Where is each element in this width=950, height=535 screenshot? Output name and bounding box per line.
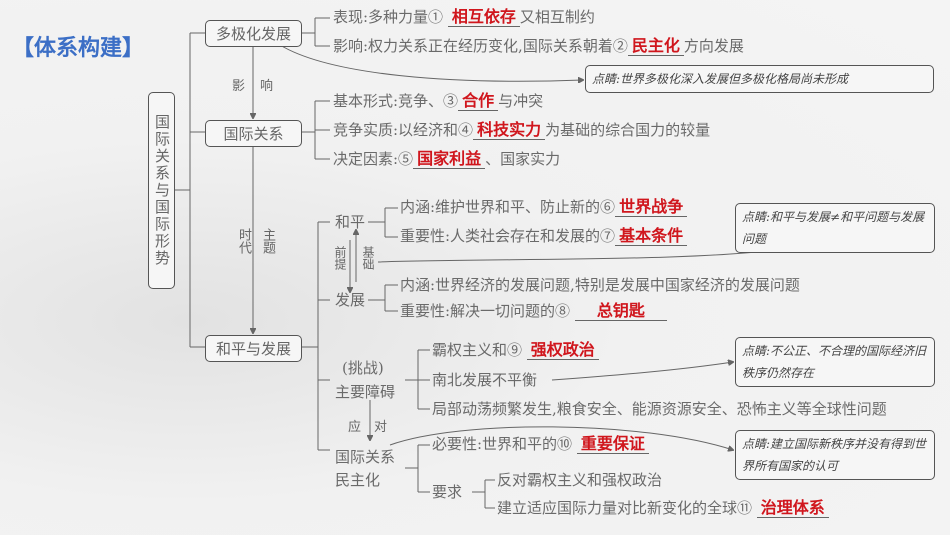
edge-label-premise: 前提 <box>333 246 347 270</box>
node-multipolar: 多极化发展 <box>205 20 302 47</box>
line-10: 霸权主义和⑨ 强权政治 <box>432 341 599 360</box>
edge-label-basis: 基础 <box>361 246 375 270</box>
edge-label: 影 <box>232 79 246 94</box>
note-box: 点睛:和平与发展≠和平问题与发展问题 <box>735 203 935 253</box>
section-title: 【体系构建】 <box>12 36 145 61</box>
edge-label: 主题 <box>260 228 275 254</box>
line-9: 重要性:解决一切问题的⑧ 总钥匙 <box>400 302 667 321</box>
line-13: 必要性:世界和平的⑩ 重要保证 <box>432 435 649 454</box>
edge-label: 响 <box>260 79 274 94</box>
line-8: 内涵:世界经济的发展问题,特别是发展中国家经济的发展问题 <box>400 276 800 294</box>
node-democratization: 民主化 <box>335 471 381 489</box>
node-democratization: 国际关系 <box>335 448 396 466</box>
line-15: 建立适应国际力量对比新变化的全球⑪ 治理体系 <box>497 499 829 518</box>
node-obstacle: (挑战) <box>342 359 384 377</box>
line-14: 反对霸权主义和强权政治 <box>497 471 663 489</box>
root-node: 国际关系与国际形势 <box>148 92 175 289</box>
node-peace-development: 和平与发展 <box>205 335 302 362</box>
node-peace: 和平 <box>335 213 366 231</box>
edge-label: 时代 <box>236 228 251 254</box>
note-box: 点睛:不公正、不合理的国际经济旧秩序仍然存在 <box>735 337 935 387</box>
node-development: 发展 <box>335 291 366 309</box>
node-require: 要求 <box>432 483 463 501</box>
line-12: 局部动荡频繁发生,粮食安全、能源资源安全、恐怖主义等全球性问题 <box>432 400 887 418</box>
line-11: 南北发展不平衡 <box>432 371 538 389</box>
edge-label: 应 <box>348 420 362 435</box>
edge-label: 对 <box>374 420 388 435</box>
note-box: 点睛:建立国际新秩序并没有得到世界所有国家的认可 <box>735 430 935 480</box>
node-relations: 国际关系 <box>205 120 302 147</box>
line-1: 表现:多种力量① 相互依存又相互制约 <box>333 7 595 27</box>
node-obstacle: 主要障碍 <box>335 383 396 401</box>
note-box: 点睛:世界多极化深入发展但多极化格局尚未形成 <box>585 65 934 93</box>
